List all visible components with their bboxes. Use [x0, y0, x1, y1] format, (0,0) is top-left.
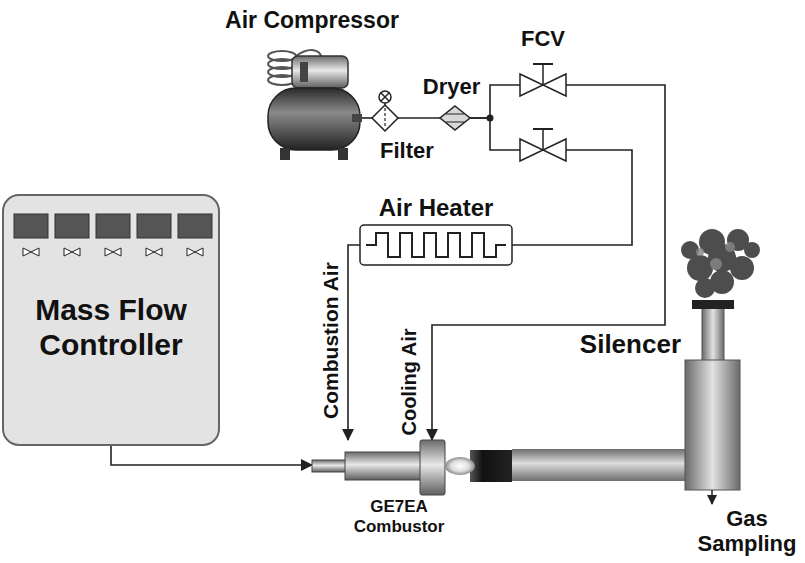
- flow-label: Cooling Air: [397, 328, 419, 435]
- flow-control-valve: [520, 64, 566, 96]
- junction-dot: [487, 115, 494, 122]
- component-label: Silencer: [569, 330, 681, 360]
- component-label: FCV: [508, 26, 578, 51]
- exhaust-duct: [512, 449, 685, 481]
- flow-label: Combustion Air: [318, 262, 341, 419]
- air-compressor-drawing: [268, 50, 362, 160]
- dryer-node: Dryer: [440, 106, 470, 130]
- component-label: Mass Flow Controller: [11, 293, 211, 362]
- combustor-drawing: [312, 440, 512, 495]
- dryer-symbol: [440, 106, 470, 130]
- component-label: Filter: [380, 138, 452, 163]
- pipe-line: [362, 117, 372, 119]
- mfc-node: Mass Flow Controller: [3, 195, 219, 445]
- mass-flow-controller-panel: [3, 195, 219, 445]
- fcv-node: FCV: [520, 74, 566, 96]
- component-label: Dryer: [414, 74, 489, 99]
- pipe-line: [398, 117, 440, 119]
- component-label: Air Heater: [350, 194, 522, 222]
- pipe-line: [111, 445, 312, 465]
- compressor-node: Air Compressor: [262, 45, 362, 165]
- note-label: Gas Sampling: [692, 506, 802, 557]
- flow-control-valve: [520, 129, 566, 161]
- air-heater-drawing: [360, 225, 512, 265]
- component-label: Air Compressor: [222, 7, 402, 33]
- combustor-node: GE7EA Combustor: [312, 440, 512, 495]
- silencer-node: Silencer: [685, 300, 740, 490]
- gas-sampling-arrow: [711, 490, 713, 504]
- silencer-stack: [681, 229, 760, 490]
- component-label: GE7EA Combustor: [340, 497, 458, 536]
- pipe-line: [348, 245, 360, 440]
- heater-node: Air Heater: [360, 225, 512, 265]
- filter-node: Filter: [372, 105, 398, 131]
- filter-symbol: [372, 91, 398, 131]
